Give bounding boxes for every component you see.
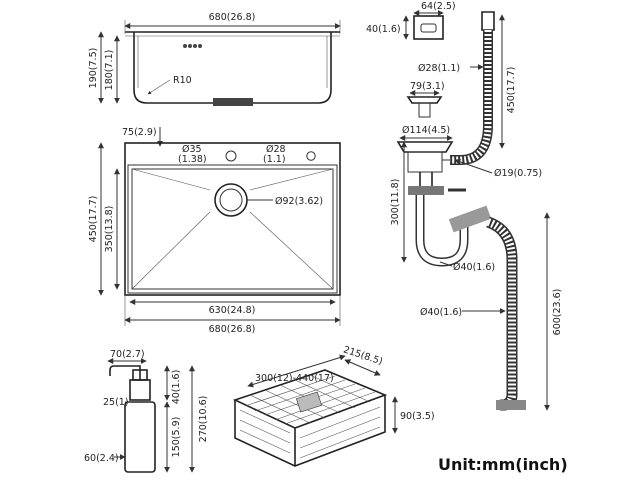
faucet-hole-2 — [306, 151, 316, 161]
soap-dispenser: 70(2.7) 25(1) 60(2.4) 40(1.6) 150(5.9) 2… — [84, 349, 209, 473]
drain-diameter-label: Ø92(3.62) — [275, 196, 323, 207]
neck-width-label: 25(1) — [103, 397, 129, 408]
mid-height-label: 150(5.9) — [171, 417, 182, 458]
corner-radius-label: R10 — [173, 75, 192, 86]
hose-length-label: 600(23.6) — [552, 289, 563, 336]
strainer-top-label: 79(3.1) — [410, 81, 445, 92]
sink-outer-rim — [124, 142, 341, 296]
plan-inner-width-label: 630(24.8) — [209, 305, 256, 316]
strainer-basket: 79(3.1) Ø114(4.5) — [399, 81, 453, 141]
plan-inner-height-label: 350(13.8) — [104, 206, 115, 253]
basket-depth-label: 215(8.5) — [342, 344, 384, 367]
total-height-label: 270(10.6) — [198, 396, 209, 443]
overflow-diameter-label: Ø28(1.1) — [418, 63, 460, 74]
sink-front-view: 680(26.8) 190(7.5) 180(7.1) R10 — [88, 12, 341, 106]
sink-plan-view: 75(2.9) Ø35 (1.38) Ø28 (1.1) Ø92(3.62) 4… — [88, 127, 341, 335]
hole2-diameter-inch-label: (1.1) — [263, 154, 286, 165]
dispenser-spout — [109, 365, 141, 380]
drain-assembly: Ø19(0.75) Ø40(1.6) 300(11.8) Ø40(1.6) 60… — [390, 141, 563, 411]
dispenser-bottle — [124, 401, 156, 473]
overflow-height-label: 450(17.7) — [506, 67, 517, 114]
strainer-diameter-label: Ø114(4.5) — [402, 125, 450, 136]
overflow-top-label: 64(2.5) — [421, 1, 456, 12]
spout-length-label: 70(2.7) — [110, 349, 145, 360]
trap-diameter-label: Ø40(1.6) — [453, 262, 495, 273]
drain-height-label: 300(11.8) — [390, 179, 401, 226]
front-inner-height-label: 180(7.1) — [104, 50, 115, 91]
overflow-cover — [413, 15, 444, 40]
dispenser-neck — [129, 379, 151, 401]
front-outer-height-label: 190(7.5) — [88, 48, 99, 89]
hose-diameter-label: Ø40(1.6) — [420, 307, 462, 318]
bottle-width-label: 60(2.4) — [84, 453, 119, 464]
top-height-label: 40(1.6) — [171, 370, 182, 405]
plan-outer-height-label: 450(17.7) — [88, 196, 99, 243]
drain-outlet-shape — [213, 98, 253, 106]
front-width-label: 680(26.8) — [209, 12, 256, 23]
faucet-hole-1 — [225, 150, 237, 162]
hole1-diameter-label: Ø35 — [182, 144, 202, 155]
edge-distance-label: 75(2.9) — [122, 127, 157, 138]
unit-label: Unit:mm(inch) — [438, 455, 568, 474]
drain-hole-inner — [219, 188, 243, 212]
roll-up-basket: 300(12)-440(17) 215(8.5) 90(3.5) — [232, 344, 435, 467]
hole1-diameter-inch-label: (1.38) — [178, 154, 207, 165]
plan-outer-width-label: 680(26.8) — [209, 324, 256, 335]
side-pipe-label: Ø19(0.75) — [494, 168, 542, 179]
overflow-side-label: 40(1.6) — [366, 24, 401, 35]
basket-height-label: 90(3.5) — [400, 411, 435, 422]
basket-length-label: 300(12)-440(17) — [255, 373, 334, 384]
hole2-diameter-label: Ø28 — [266, 144, 286, 155]
strainer-cup — [406, 96, 443, 104]
